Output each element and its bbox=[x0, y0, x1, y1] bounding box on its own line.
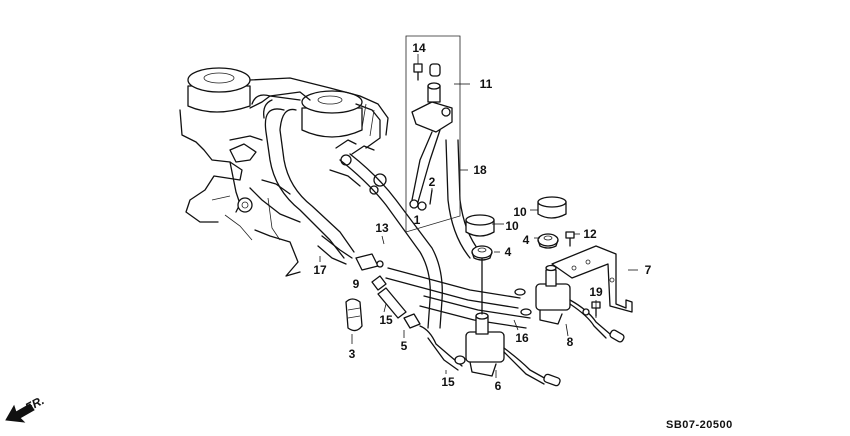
grommet-4-upper bbox=[537, 233, 559, 249]
callout-15-upper: 15 bbox=[379, 313, 393, 327]
cap-part bbox=[429, 63, 441, 77]
callout-14: 14 bbox=[412, 41, 426, 55]
bolt-14 bbox=[413, 63, 423, 81]
callout-16: 16 bbox=[515, 331, 529, 345]
callout-17: 17 bbox=[313, 263, 327, 277]
cap-10-lower bbox=[465, 214, 495, 237]
air-cleaner-left bbox=[187, 67, 251, 113]
diagram-code: SB07-20500 bbox=[666, 419, 733, 431]
bracket-7 bbox=[551, 245, 633, 313]
callout-13: 13 bbox=[375, 221, 389, 235]
callout-3: 3 bbox=[349, 347, 356, 361]
connector-9 bbox=[355, 253, 384, 271]
callout-1: 1 bbox=[414, 213, 421, 227]
callout-19: 19 bbox=[589, 285, 603, 299]
bolt-12 bbox=[565, 231, 575, 247]
callout-6: 6 bbox=[495, 379, 502, 393]
callout-11: 11 bbox=[480, 77, 493, 91]
clamp-3 bbox=[345, 298, 363, 332]
callout-12: 12 bbox=[583, 227, 597, 241]
engine-block-illustration bbox=[179, 67, 389, 277]
callout-8: 8 bbox=[567, 335, 574, 349]
valve-assembly-11 bbox=[405, 35, 461, 233]
callout-7: 7 bbox=[645, 263, 652, 277]
callout-2: 2 bbox=[429, 175, 436, 189]
callout-10-upper: 10 bbox=[513, 205, 527, 219]
tubing bbox=[317, 139, 532, 371]
solenoid-valve-6 bbox=[465, 257, 561, 387]
leader-lines bbox=[319, 54, 638, 378]
front-direction-indicator: FR. bbox=[5, 393, 46, 423]
washer-1 bbox=[417, 201, 427, 211]
solenoid-valve-8 bbox=[535, 264, 625, 343]
front-arrow-icon bbox=[5, 403, 35, 423]
callout-5: 5 bbox=[401, 339, 408, 353]
callout-10-lower: 10 bbox=[505, 219, 519, 233]
pin-2 bbox=[429, 189, 433, 205]
callout-9: 9 bbox=[353, 277, 360, 291]
callout-15-lower: 15 bbox=[441, 375, 455, 389]
callout-4-upper: 4 bbox=[523, 233, 530, 247]
cap-10-upper bbox=[537, 196, 567, 219]
air-cleaner-right bbox=[301, 90, 363, 138]
callout-4-lower: 4 bbox=[505, 245, 512, 259]
callout-18: 18 bbox=[473, 163, 487, 177]
callout-labels: 1 2 3 4 4 5 6 7 8 9 10 10 11 12 13 14 15… bbox=[313, 41, 651, 393]
